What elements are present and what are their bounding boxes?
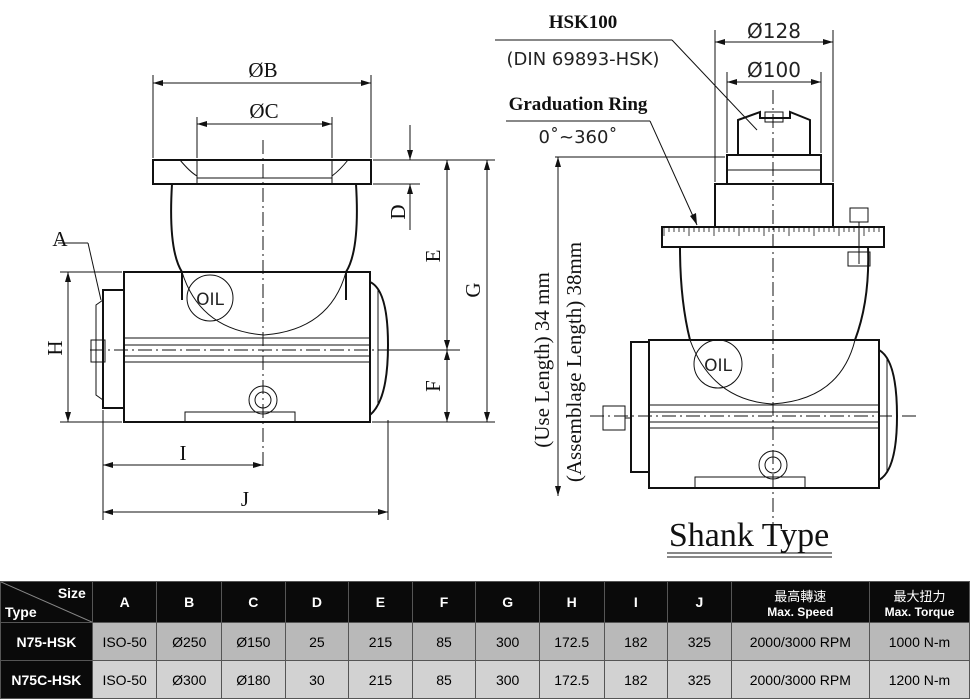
max-torque-en: Max. Torque — [884, 604, 955, 619]
table-row: N75C-HSK ISO-50 Ø300 Ø180 30 215 85 300 … — [0, 660, 970, 699]
table-cell: 2000/3000 RPM — [730, 660, 870, 699]
dim-f-label: F — [421, 380, 445, 392]
col-header: B — [156, 581, 223, 623]
col-header: E — [348, 581, 413, 623]
table-cell: 85 — [411, 622, 477, 661]
table-cell: 2000/3000 RPM — [730, 622, 870, 661]
table-cell: 1200 N-m — [868, 660, 970, 699]
table-cell: 1000 N-m — [868, 622, 970, 661]
d128-label: Ø128 — [747, 19, 801, 43]
dim-b-label: ØB — [248, 58, 277, 82]
table-cell: Ø250 — [156, 622, 223, 661]
hsk-label: HSK100 — [549, 12, 618, 33]
table-cell: Ø180 — [221, 660, 286, 699]
col-header: F — [411, 581, 477, 623]
d100-label: Ø100 — [747, 58, 801, 82]
use-length-label: (Use Length) 34 mm — [530, 272, 554, 448]
technical-drawing: OIL ØB ØC — [43, 12, 920, 558]
table-row: N75-HSK ISO-50 Ø250 Ø150 25 215 85 300 1… — [0, 622, 970, 661]
table-cell: 215 — [348, 660, 413, 699]
dim-a-label: A — [52, 227, 68, 251]
dim-h-label: H — [43, 340, 67, 355]
dim-g-label: G — [461, 282, 485, 297]
col-header: G — [475, 581, 540, 623]
oil-indicator-left — [186, 274, 234, 322]
corner-size-label: Size — [57, 585, 86, 601]
max-torque-header: 最大扭力 Max. Torque — [868, 581, 970, 623]
oil-label-left: OIL — [196, 290, 224, 310]
dim-d-label: D — [386, 204, 410, 219]
dim-i-label: I — [180, 441, 187, 465]
table-cell: ISO-50 — [91, 660, 158, 699]
col-header: I — [603, 581, 669, 623]
assemblage-length-label: (Assemblage Length) 38mm — [562, 242, 586, 482]
corner-type-label: Type — [5, 604, 37, 620]
max-speed-en: Max. Speed — [767, 604, 834, 619]
table-cell: 325 — [667, 622, 732, 661]
col-header: H — [538, 581, 605, 623]
table-cell: 172.5 — [538, 622, 605, 661]
dim-j-label: J — [241, 487, 249, 511]
type-cell: N75C-HSK — [0, 660, 93, 699]
table-cell: 30 — [284, 660, 350, 699]
table-cell: 25 — [284, 622, 350, 661]
table-cell: 172.5 — [538, 660, 605, 699]
table-header-row: Size Type A B C D E F G H I J 最高轉速 Max. … — [0, 581, 970, 623]
table-cell: 182 — [603, 622, 669, 661]
table-cell: ISO-50 — [91, 622, 158, 661]
oil-label-right: OIL — [704, 356, 732, 376]
left-view: OIL ØB ØC — [43, 58, 495, 520]
max-torque-zh: 最大扭力 — [893, 588, 946, 604]
angle-range-label: 0˚~360˚ — [539, 127, 618, 148]
max-speed-header: 最高轉速 Max. Speed — [730, 581, 870, 623]
dim-e-label: E — [421, 250, 445, 263]
table-cell: Ø300 — [156, 660, 223, 699]
table-cell: Ø150 — [221, 622, 286, 661]
table-cell: 300 — [475, 660, 540, 699]
corner-header: Size Type — [0, 581, 93, 623]
spec-table: Size Type A B C D E F G H I J 最高轉速 Max. … — [0, 581, 970, 699]
table-cell: 85 — [411, 660, 477, 699]
type-cell: N75-HSK — [0, 622, 93, 661]
table-cell: 325 — [667, 660, 732, 699]
max-speed-zh: 最高轉速 — [774, 588, 827, 604]
din-label: (DIN 69893-HSK) — [507, 49, 660, 70]
table-cell: 215 — [348, 622, 413, 661]
table-cell: 182 — [603, 660, 669, 699]
graduation-ring-label: Graduation Ring — [509, 94, 648, 115]
col-header: D — [284, 581, 350, 623]
right-view: OIL Ø128 Ø100 HSK100 — [495, 12, 920, 558]
col-header: A — [91, 581, 158, 623]
table-cell: 300 — [475, 622, 540, 661]
shank-type-title: Shank Type — [669, 517, 829, 554]
col-header: C — [221, 581, 286, 623]
col-header: J — [667, 581, 732, 623]
dim-c-label: ØC — [249, 99, 278, 123]
